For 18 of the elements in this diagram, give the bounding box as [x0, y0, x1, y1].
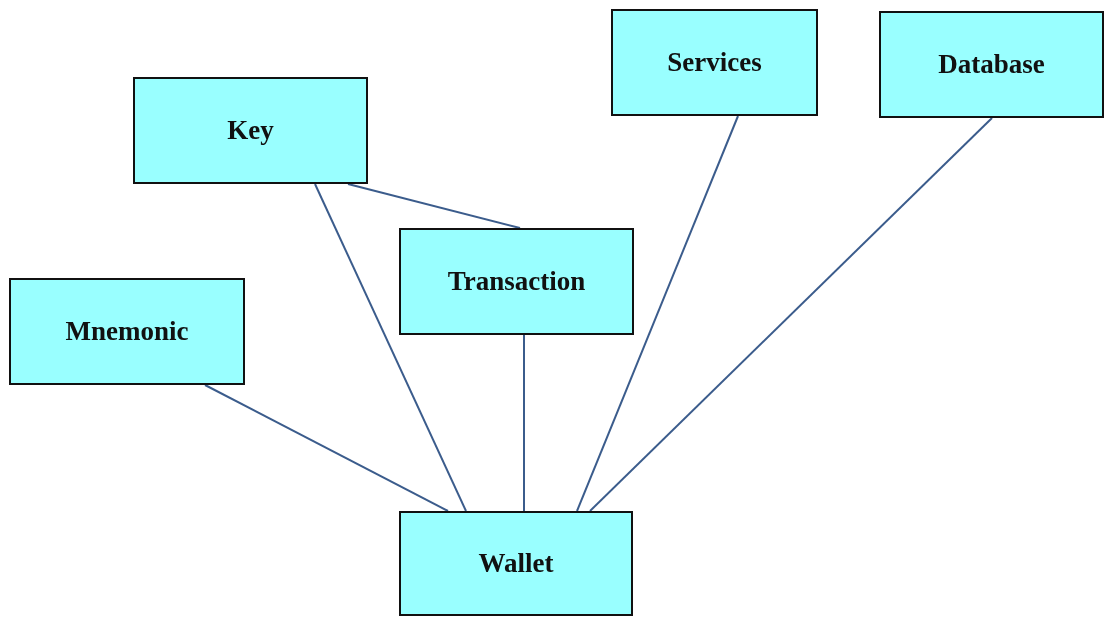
- node-label: Wallet: [478, 548, 554, 579]
- class-box: [399, 228, 634, 335]
- connector-line: [204, 384, 449, 512]
- class-box: [9, 278, 245, 385]
- connector-line: [523, 334, 525, 512]
- node-label: Mnemonic: [65, 316, 189, 347]
- connector-line: [347, 183, 521, 229]
- node-label: Key: [227, 115, 274, 146]
- node-label: Services: [667, 47, 762, 78]
- class-box: [879, 11, 1104, 118]
- connector-line: [576, 115, 739, 512]
- connector-line: [589, 117, 993, 512]
- node-label: Database: [938, 49, 1045, 80]
- class-box: [133, 77, 368, 184]
- connector-line: [314, 183, 467, 512]
- class-box: [399, 511, 633, 616]
- node-label: Transaction: [447, 266, 586, 297]
- class-box: [611, 9, 818, 116]
